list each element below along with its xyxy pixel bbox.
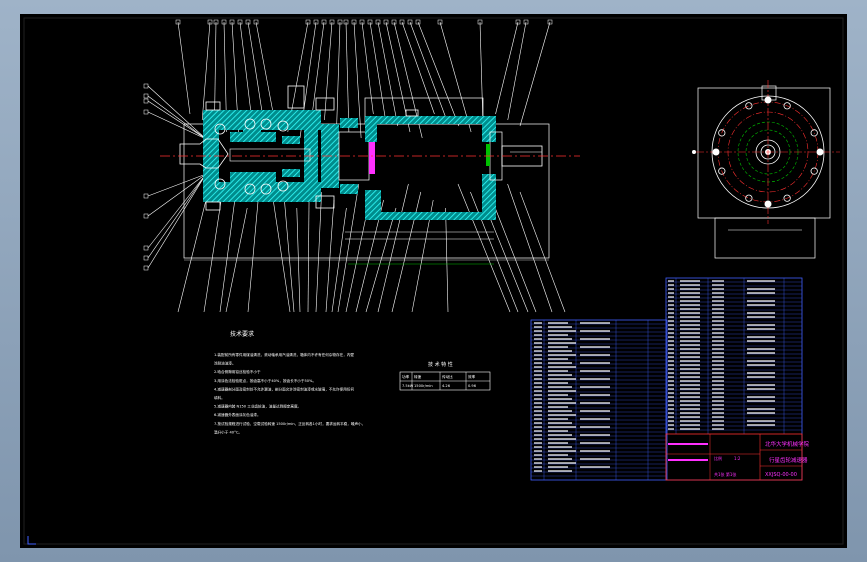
tech-requirement-line: 1.装配前所有零件用煤油清洗，滚动轴承用汽油清洗，箱体内不许有任何杂物存在，内壁 [214, 352, 354, 357]
tech-requirement-line: 温升小于 40°C。 [214, 429, 242, 434]
spec-table-cell: 0.96 [468, 384, 477, 388]
spec-table-cell: 功率 [402, 374, 410, 379]
tech-requirement-line: 涂耐油油漆。 [214, 361, 236, 366]
ucs-icon [27, 536, 36, 545]
parts-list [530, 277, 803, 481]
spec-table-cell: 4.26 [442, 384, 451, 388]
spec-table-cell: 传动比 [442, 374, 453, 379]
spec-table-cell: 效率 [468, 374, 476, 379]
drawing-number: XXJSQ-00-00 [765, 472, 797, 478]
tech-requirement-line: 5.减速器内装 N150 工业齿轮油，油量达到规定高度。 [214, 404, 301, 409]
end-view [692, 80, 840, 259]
tech-requirement-line: 填料。 [214, 395, 225, 400]
tech-requirements-title: 技术要求 [230, 330, 254, 338]
drawing-name: 行星齿轮减速器 [769, 456, 808, 464]
title-block: 北华大学机械学院 行星齿轮减速器 XXJSQ-00-00 比例 1:2 共1张 … [665, 433, 810, 481]
tech-requirement-line: 6.减速器外表面涂灰色油漆。 [214, 412, 261, 417]
scale-value: 1:2 [734, 456, 741, 461]
tech-requirement-line: 2.啮合侧隙用铅丝检验不小于 [214, 369, 261, 374]
drawing-frame [23, 17, 844, 545]
tech-requirement-line: 3.用涂色法检验斑点，按齿高不小于40%，按齿长不小于50%。 [214, 378, 316, 383]
spec-table-cell: 1500r/min [414, 384, 433, 388]
main-section-view [143, 19, 580, 313]
spec-table-title: 技 术 特 性 [428, 361, 453, 368]
tech-requirement-line: 4.减速器剖分面及密封处不允许漏油，剖分面允许涂密封油漆或水玻璃，不允许使用任何 [214, 386, 354, 391]
cad-drawing: 技术要求 1.装配前所有零件用煤油清洗，滚动轴承用汽油清洗，箱体内不许有任何杂物… [23, 17, 844, 545]
cad-drawing-canvas[interactable]: 技术要求 1.装配前所有零件用煤油清洗，滚动轴承用汽油清洗，箱体内不许有任何杂物… [20, 14, 847, 548]
scale-label: 比例 [714, 455, 722, 461]
school-name: 北华大学机械学院 [765, 440, 810, 448]
spec-table-cell: 转速 [414, 374, 422, 379]
sheet-info: 共1张 第1张 [714, 471, 736, 477]
tech-requirement-line: 7.按试验规程进行试验，空载试验转速 1500r/min，正反转各1小时，要求运… [214, 421, 365, 426]
technical-requirements: 技术要求 1.装配前所有零件用煤油清洗，滚动轴承用汽油清洗，箱体内不许有任何杂物… [214, 330, 365, 434]
spec-table-cell: 7.5kW [402, 384, 414, 388]
